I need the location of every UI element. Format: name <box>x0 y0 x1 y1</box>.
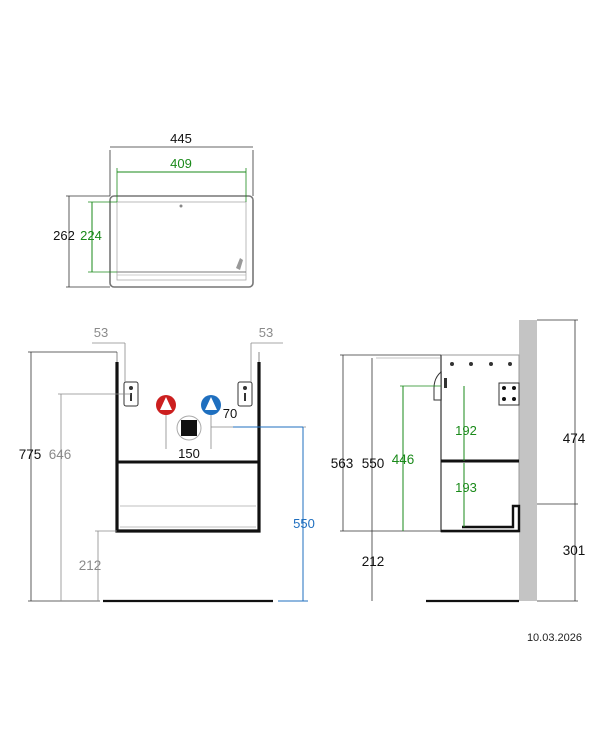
drain-icon <box>176 415 202 441</box>
side-wall <box>519 320 537 601</box>
front-pipe-spacing: 150 <box>178 446 200 461</box>
side-cabinet <box>440 354 520 533</box>
front-mount-height: 646 <box>49 447 72 462</box>
side-inner-height: 446 <box>392 452 415 467</box>
side-view: 563 550 212 446 192 193 474 301 <box>331 319 586 603</box>
front-floor-clearance: 212 <box>79 558 102 573</box>
front-right-offset: 53 <box>259 325 273 340</box>
front-view: 53 53 150 70 550 775 <box>19 325 315 603</box>
top-view-inner <box>116 201 247 281</box>
front-drain-offset: 70 <box>223 406 237 421</box>
side-bottom <box>441 504 521 533</box>
side-wall-upper: 474 <box>563 431 586 446</box>
front-cabinet-frame <box>115 362 261 533</box>
top-overall-width: 445 <box>170 131 192 146</box>
side-upper-shelf: 192 <box>455 423 477 438</box>
front-drain-height: 550 <box>293 516 315 531</box>
front-total-height: 775 <box>19 447 42 462</box>
side-floor-clearance: 212 <box>362 554 385 569</box>
top-inner-width: 409 <box>170 156 192 171</box>
side-holes <box>450 362 512 366</box>
cold-water-icon <box>201 395 221 415</box>
top-view-cabinet <box>109 195 254 288</box>
hot-water-icon <box>156 395 176 415</box>
front-left-offset: 53 <box>94 325 108 340</box>
top-view-hinge <box>236 258 243 270</box>
top-inner-depth: 224 <box>80 228 102 243</box>
side-lower-shelf: 193 <box>455 480 477 495</box>
top-view: 445 409 262 224 <box>53 131 254 288</box>
side-total-height: 563 <box>331 456 354 471</box>
side-body-height: 550 <box>362 456 385 471</box>
side-wall-lower: 301 <box>563 543 586 558</box>
top-view-hole <box>179 204 183 208</box>
drawing-date: 10.03.2026 <box>527 632 582 644</box>
top-overall-depth: 262 <box>53 228 75 243</box>
front-bracket-right <box>237 381 253 407</box>
side-mount-plate <box>498 382 520 406</box>
